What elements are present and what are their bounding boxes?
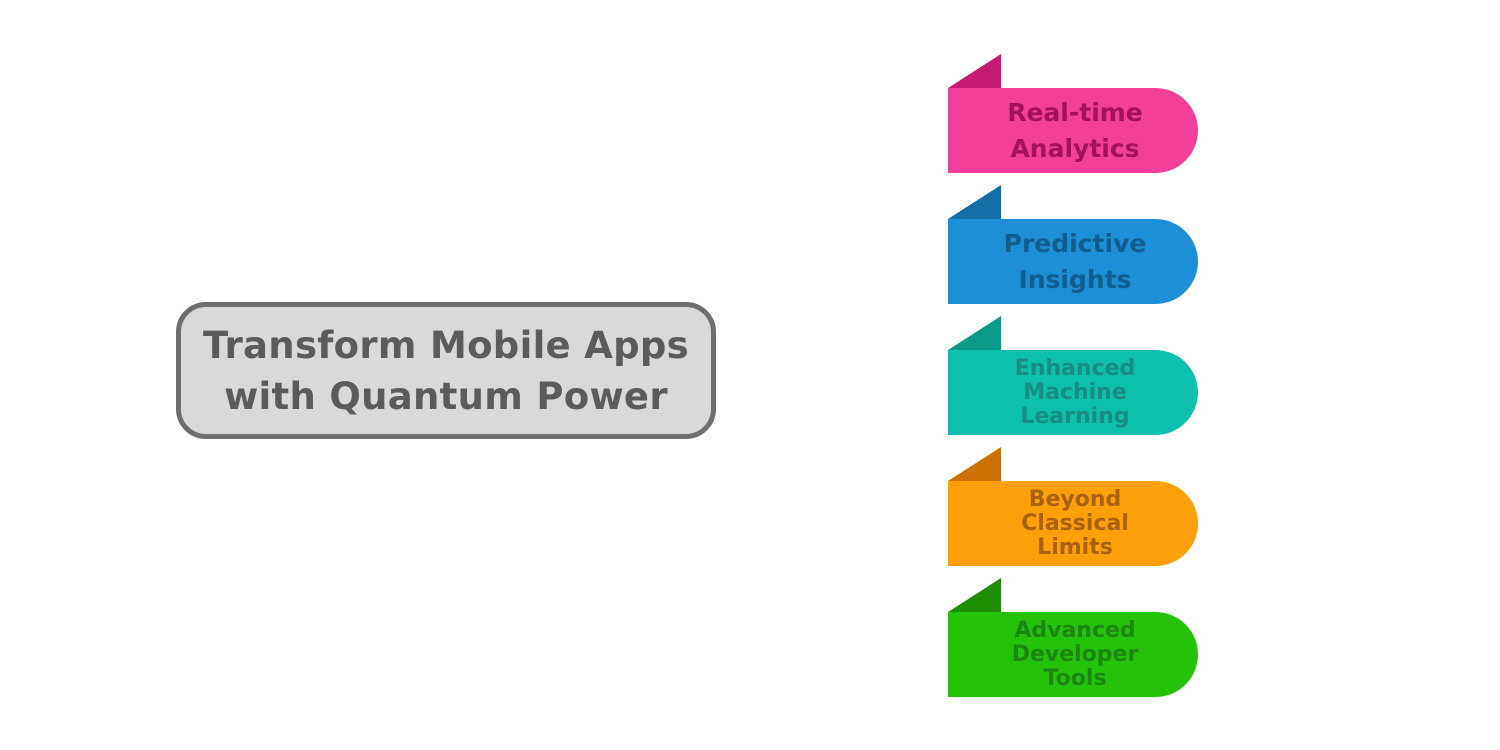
ribbon-item-advanced-developer-tools: Advanced Developer Tools bbox=[948, 578, 1200, 697]
ribbon-item-predictive-insights: Predictive Insights bbox=[948, 185, 1200, 304]
ribbon-body: Beyond Classical Limits bbox=[948, 481, 1198, 566]
fold-triangle bbox=[948, 54, 1001, 88]
fold-triangle bbox=[948, 185, 1001, 219]
fold-triangle bbox=[948, 578, 1001, 612]
ribbon-body: Enhanced Machine Learning bbox=[948, 350, 1198, 435]
ribbon-label: Advanced Developer Tools bbox=[1011, 617, 1139, 691]
ribbon-label: Predictive Insights bbox=[1003, 228, 1147, 294]
ribbon-fold bbox=[948, 316, 1001, 350]
ribbon-fold bbox=[948, 578, 1001, 612]
ribbon-label: Enhanced Machine Learning bbox=[1014, 355, 1136, 429]
ribbon-body: Predictive Insights bbox=[948, 219, 1198, 304]
ribbon-label: Beyond Classical Limits bbox=[1021, 486, 1129, 560]
ribbon-fold bbox=[948, 447, 1001, 481]
ribbon-body: Advanced Developer Tools bbox=[948, 612, 1198, 697]
ribbon-fold bbox=[948, 54, 1001, 88]
fold-triangle bbox=[948, 316, 1001, 350]
ribbon-item-beyond-classical-limits: Beyond Classical Limits bbox=[948, 447, 1200, 566]
fold-triangle bbox=[948, 447, 1001, 481]
central-title-text: Transform Mobile Apps with Quantum Power bbox=[203, 323, 689, 418]
ribbon-item-enhanced-machine-learning: Enhanced Machine Learning bbox=[948, 316, 1200, 435]
ribbon-body: Real-time Analytics bbox=[948, 88, 1198, 173]
ribbon-label: Real-time Analytics bbox=[1007, 97, 1143, 163]
ribbon-item-realtime-analytics: Real-time Analytics bbox=[948, 54, 1200, 173]
central-title-box: Transform Mobile Apps with Quantum Power bbox=[176, 302, 716, 439]
ribbon-fold bbox=[948, 185, 1001, 219]
